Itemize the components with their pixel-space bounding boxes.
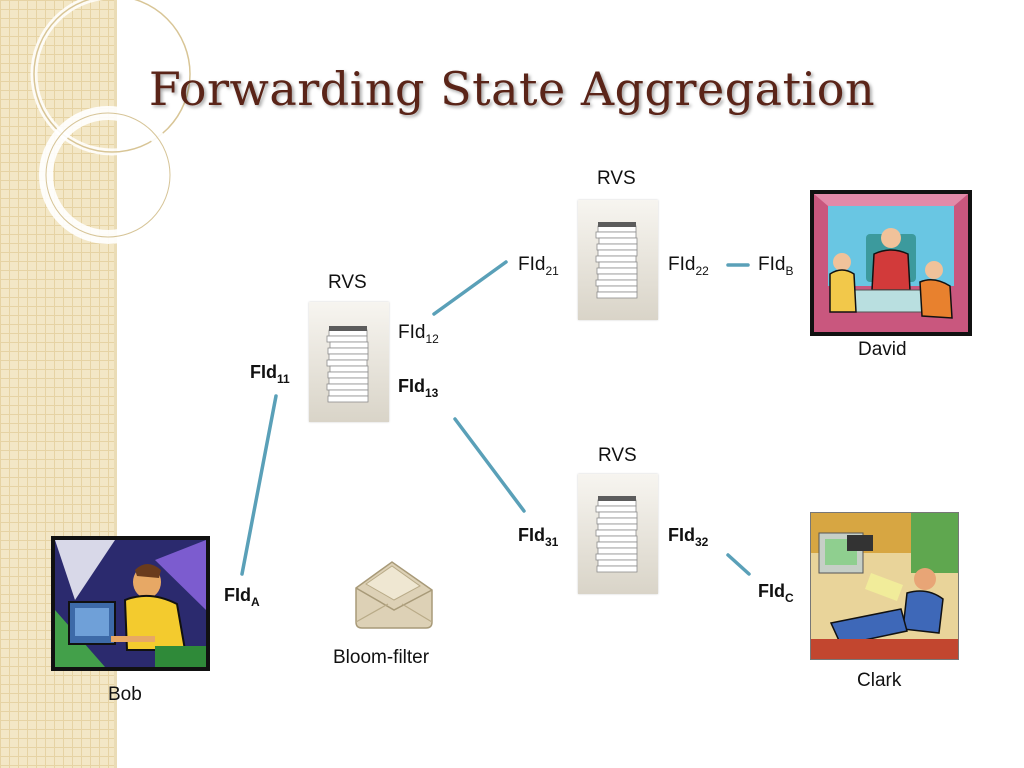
fid-32-label: FId32 xyxy=(668,525,709,549)
fid-21-label: FId21 xyxy=(518,254,559,278)
fid-c-label: FIdC xyxy=(758,581,794,605)
bob-image xyxy=(51,536,210,671)
fid-a-label: FIdA xyxy=(224,585,260,609)
envelope-icon xyxy=(355,561,433,629)
rvs2-label: RVS xyxy=(597,168,636,189)
david-label: David xyxy=(858,339,907,360)
link-rvs1-rvs3 xyxy=(453,417,526,513)
david-image xyxy=(810,190,972,336)
slide-title: Forwarding State Aggregation xyxy=(148,62,876,116)
fid-b-label: FIdB xyxy=(758,254,794,278)
fid-11-label: FId11 xyxy=(250,362,290,386)
paper-stack-icon xyxy=(595,222,638,299)
fid-13-label: FId13 xyxy=(398,376,439,400)
background-strip-edge xyxy=(114,0,117,768)
link-bob-rvs1 xyxy=(240,394,278,576)
rvs2-node xyxy=(578,200,658,320)
rvs3-label: RVS xyxy=(598,445,637,466)
bob-label: Bob xyxy=(108,684,142,705)
fid-31-label: FId31 xyxy=(518,525,559,549)
fid-12-label: FId12 xyxy=(398,322,439,346)
bloom-filter-label: Bloom-filter xyxy=(333,647,430,668)
person-at-computer-icon xyxy=(55,540,206,667)
person-on-phone-icon xyxy=(811,513,958,659)
link-rvs1-rvs2 xyxy=(432,260,508,316)
clark-label: Clark xyxy=(857,670,902,691)
decorative-circles xyxy=(30,0,194,244)
rvs1-node xyxy=(309,302,389,422)
rvs3-node xyxy=(578,474,658,594)
paper-stack-icon xyxy=(326,326,369,403)
meeting-people-icon xyxy=(814,194,968,332)
paper-stack-icon xyxy=(595,496,638,573)
link-rvs3-clark xyxy=(726,553,751,576)
clark-image xyxy=(810,512,959,660)
fid-22-label: FId22 xyxy=(668,254,709,278)
rvs1-label: RVS xyxy=(328,272,367,293)
